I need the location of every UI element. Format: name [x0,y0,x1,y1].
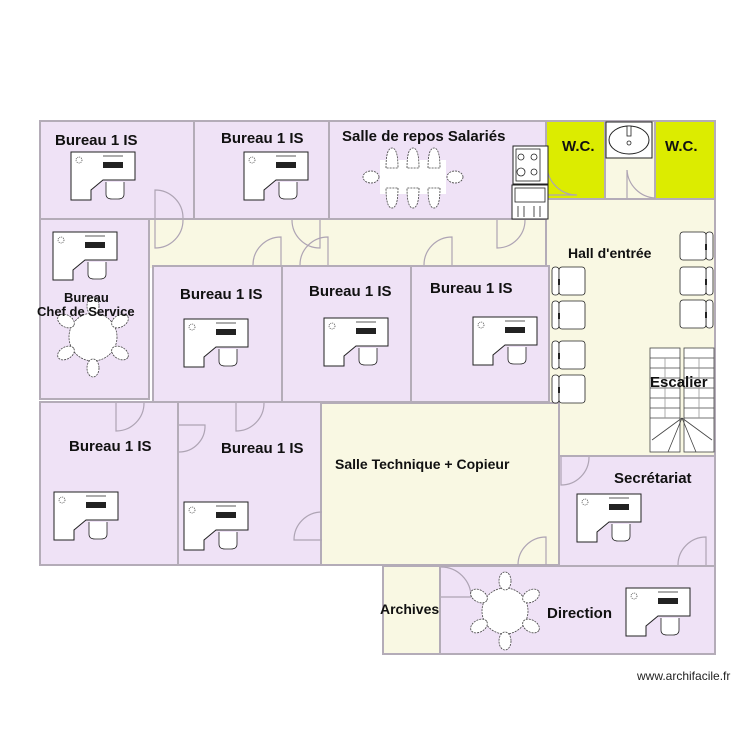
stove-icon [512,145,549,185]
watermark: www.archifacile.fr [637,669,731,683]
room-label-bureau-chef-line2: Chef de Service [37,304,135,319]
room-label-salle-technique: Salle Technique + Copieur [335,456,510,472]
room-wc-2[interactable] [654,120,716,200]
cabinet-icon [679,299,714,329]
room-label-escalier: Escalier [650,374,708,391]
staircase-icon [649,347,715,453]
room-label-direction: Direction [547,605,613,622]
room-label-bureau-chef-line1: Bureau [64,290,109,305]
room-label-bureau-7: Bureau 1 IS [221,440,304,457]
room-archives[interactable] [382,565,441,655]
cabinet-icon [551,266,586,296]
room-label-bureau-2: Bureau 1 IS [221,130,304,147]
cabinet-icon [679,266,714,296]
room-salle-technique[interactable] [320,402,560,566]
room-label-salle-repos: Salle de repos Salariés [342,128,506,145]
washbasin-icon [605,121,653,159]
room-wc-1[interactable] [545,120,606,200]
room-label-bureau-5: Bureau 1 IS [430,280,513,297]
round-table-icon [57,296,129,378]
room-label-archives: Archives [380,601,440,617]
room-label-wc-1: W.C. [562,138,595,155]
cabinet-icon [551,300,586,330]
cabinet-icon [551,374,586,404]
room-label-secretariat: Secrétariat [614,470,692,487]
cabinet-icon [679,231,714,261]
round-table-icon [470,571,540,651]
dining-table-icon [362,147,464,209]
room-label-bureau-1: Bureau 1 IS [55,132,138,149]
room-label-bureau-6: Bureau 1 IS [69,438,152,455]
room-label-hall: Hall d'entrée [568,245,652,261]
kitchen-sink-icon [511,184,549,220]
room-label-bureau-4: Bureau 1 IS [309,283,392,300]
room-bureau-6[interactable] [39,401,179,566]
room-label-bureau-3: Bureau 1 IS [180,286,263,303]
cabinet-icon [551,340,586,370]
room-label-wc-2: W.C. [665,138,698,155]
